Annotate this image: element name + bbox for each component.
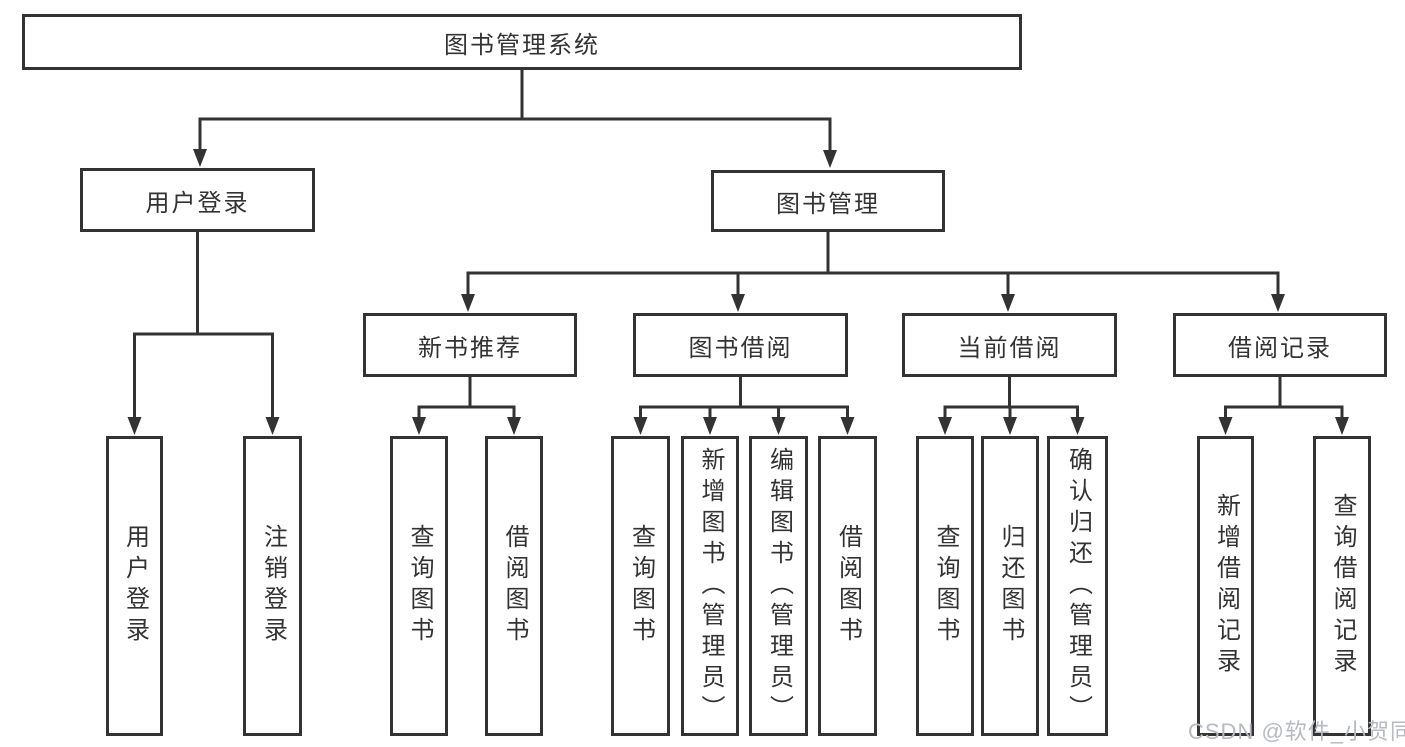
node-new-book-recommend-label: 新书推荐 [418, 334, 522, 362]
node-leaf-query-books-current-label: 查询图书 [932, 524, 959, 648]
node-user-login-label: 用户登录 [145, 189, 250, 217]
node-leaf-borrow-books-recommend: 借阅图书 [485, 436, 543, 736]
node-leaf-query-books-recommend: 查询图书 [390, 436, 448, 736]
node-leaf-logout: 注销登录 [243, 436, 302, 736]
node-leaf-query-books-current: 查询图书 [916, 436, 974, 736]
node-user-login: 用户登录 [80, 168, 315, 232]
node-leaf-query-borrow-record: 查询借阅记录 [1313, 436, 1371, 736]
node-borrow-records: 借阅记录 [1173, 313, 1387, 377]
node-current-borrow-label: 当前借阅 [957, 334, 1062, 362]
connector-rails [133, 67, 1344, 422]
connector-arrowheads [127, 149, 1349, 435]
node-leaf-query-books-borrow: 查询图书 [611, 436, 670, 736]
node-leaf-return-books: 归还图书 [981, 436, 1039, 736]
node-library-system: 图书管理系统 [22, 14, 1022, 70]
node-leaf-edit-books-admin: 编辑图书（管理员） [749, 436, 808, 736]
node-leaf-user-login-label: 用户登录 [121, 524, 149, 648]
node-leaf-logout-label: 注销登录 [259, 524, 287, 648]
node-leaf-add-books-admin-label: 新增图书（管理员） [697, 446, 724, 726]
node-leaf-query-borrow-record-label: 查询借阅记录 [1329, 493, 1356, 679]
node-leaf-borrow-books-label: 借阅图书 [834, 524, 862, 648]
node-current-borrow: 当前借阅 [902, 313, 1117, 377]
node-book-management: 图书管理 [711, 170, 945, 232]
node-leaf-confirm-return-admin: 确认归还（管理员） [1047, 436, 1108, 736]
node-leaf-user-login: 用户登录 [106, 436, 163, 736]
node-library-system-label: 图书管理系统 [444, 31, 600, 59]
node-leaf-borrow-books-recommend-label: 借阅图书 [501, 524, 528, 648]
node-leaf-add-books-admin: 新增图书（管理员） [681, 436, 739, 736]
node-leaf-add-borrow-record-label: 新增借阅记录 [1212, 493, 1240, 679]
node-borrow-records-label: 借阅记录 [1228, 334, 1332, 362]
node-book-borrow-label: 图书借阅 [688, 334, 793, 362]
node-book-borrow: 图书借阅 [633, 313, 848, 377]
node-new-book-recommend: 新书推荐 [363, 313, 577, 377]
node-leaf-confirm-return-admin-label: 确认归还（管理员） [1064, 446, 1092, 726]
node-leaf-edit-books-admin-label: 编辑图书（管理员） [765, 446, 793, 726]
node-leaf-borrow-books: 借阅图书 [818, 436, 877, 736]
node-leaf-return-books-label: 归还图书 [997, 524, 1024, 648]
node-leaf-query-books-recommend-label: 查询图书 [406, 524, 433, 648]
node-book-management-label: 图书管理 [776, 190, 880, 218]
watermark: CSDN @软件_小贺同学 [1188, 719, 1405, 744]
node-leaf-add-borrow-record: 新增借阅记录 [1197, 436, 1254, 736]
node-leaf-query-books-borrow-label: 查询图书 [627, 524, 655, 648]
